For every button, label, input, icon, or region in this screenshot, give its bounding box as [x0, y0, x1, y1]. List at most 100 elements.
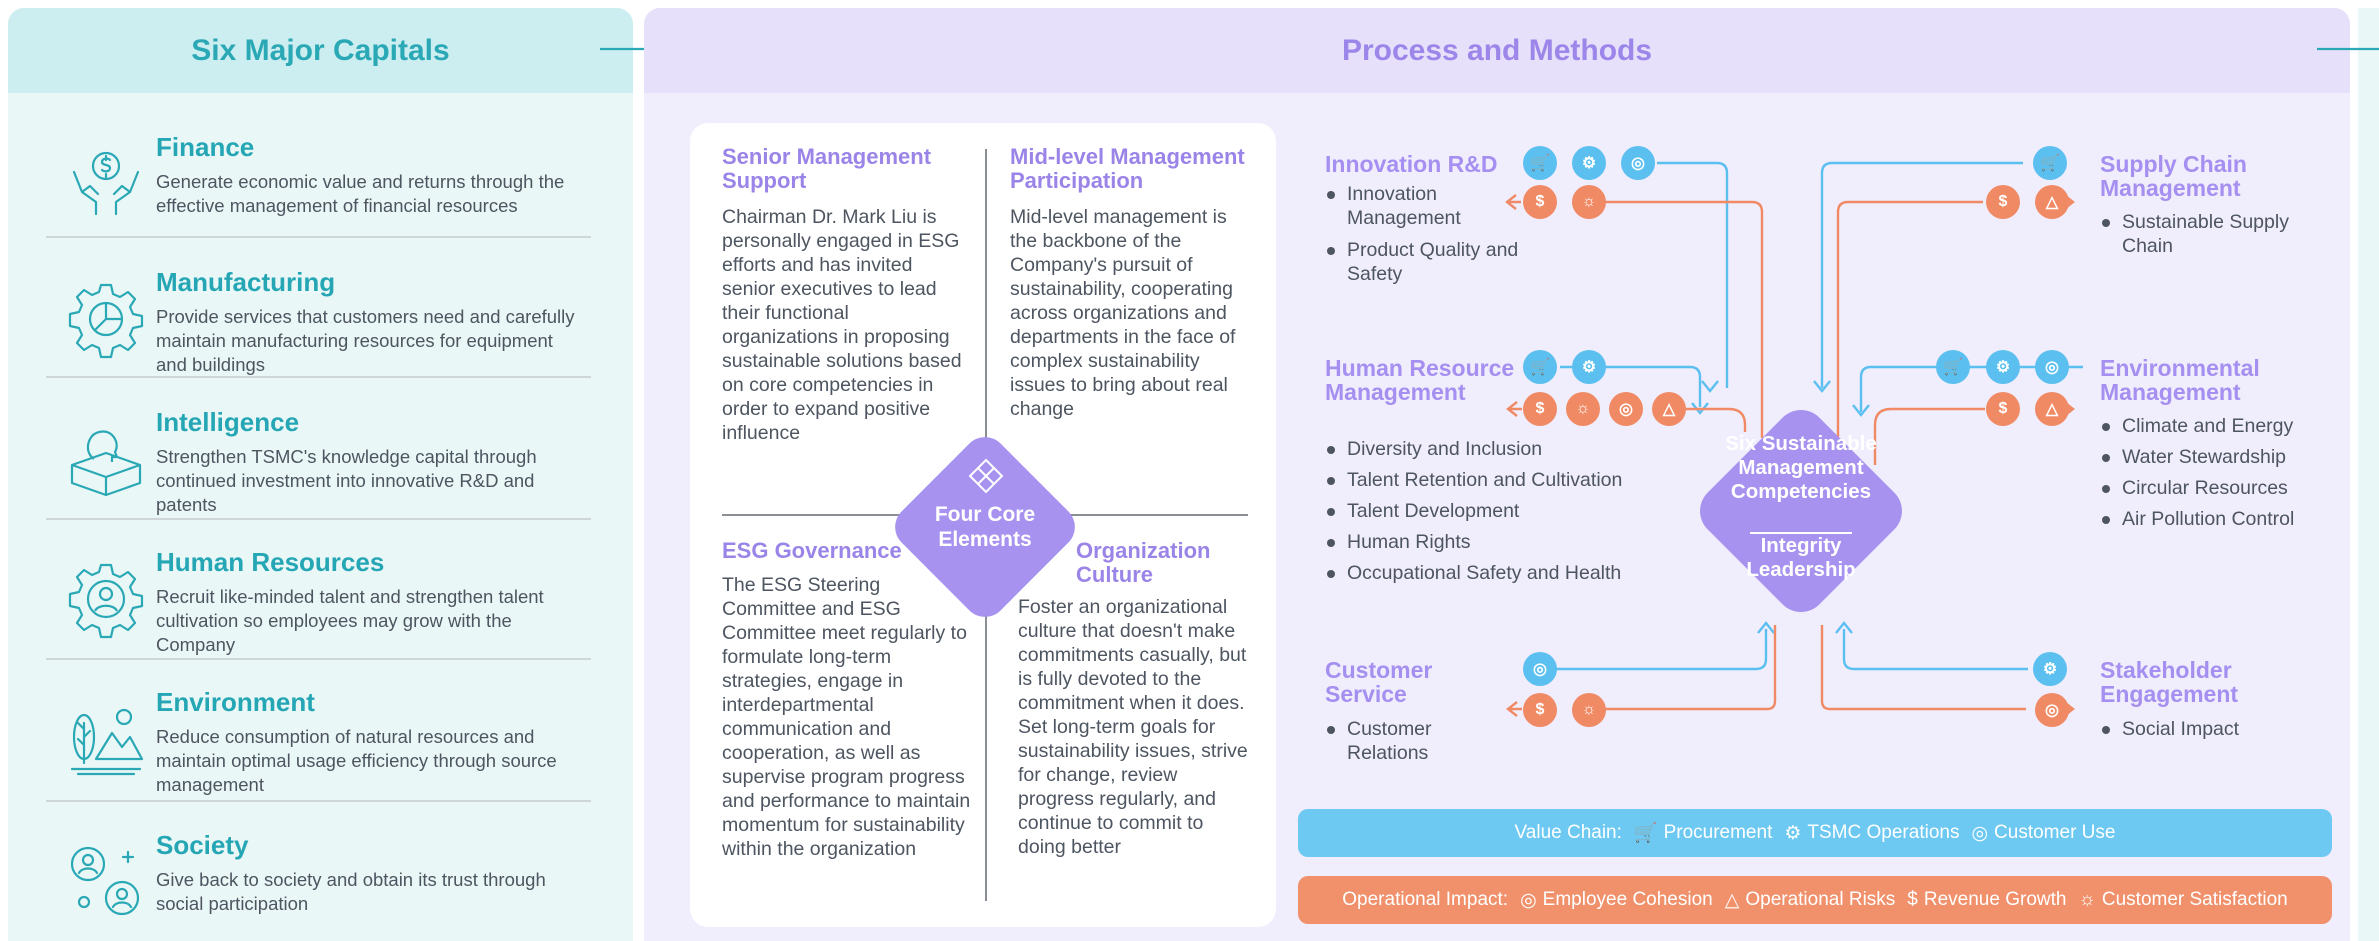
senior-management-text: Chairman Dr. Mark Liu is personally enga…	[722, 206, 962, 444]
capital-desc: Recruit like-minded talent and strengthe…	[156, 586, 544, 655]
trees-mountains-icon	[70, 708, 144, 776]
divider	[46, 236, 591, 238]
capital-desc: Give back to society and obtain its trus…	[156, 869, 546, 914]
capital-title: Society	[156, 830, 249, 860]
heart-sun-icon: ☼	[2078, 889, 2096, 910]
senior-management-title: Senior Management Support	[722, 144, 932, 193]
stakeholder-list: Social Impact	[2100, 717, 2300, 741]
list-item: Talent Development	[1325, 499, 1645, 523]
dollar-icon: $	[1523, 693, 1557, 727]
hr-management-list: Diversity and Inclusion Talent Retention…	[1325, 437, 1645, 585]
list-item: Air Pollution Control	[2100, 507, 2350, 531]
organization-culture-text: Foster an organizational culture that do…	[1018, 596, 1248, 858]
risks-label: Operational Risks	[1745, 889, 1896, 910]
supply-chain-list: Sustainable Supply Chain	[2100, 210, 2310, 258]
mid-level-management-title: Mid-level Management Participation	[1010, 144, 1245, 193]
head-box-icon	[70, 430, 142, 497]
esg-governance-text: The ESG Steering Committee and ESG Commi…	[722, 574, 971, 860]
gear-icon: ⚙	[1572, 350, 1606, 384]
gear-pie-icon	[68, 283, 144, 359]
target-icon: ◎	[2035, 693, 2069, 727]
list-item: Social Impact	[2100, 717, 2300, 741]
six-capitals-title: Six Major Capitals	[191, 33, 450, 67]
capital-title: Finance	[156, 132, 255, 162]
operations-label: TSMC Operations	[1807, 822, 1960, 843]
list-item: Water Stewardship	[2100, 445, 2350, 469]
list-item: Product Quality and Safety	[1325, 238, 1525, 286]
money-hands-icon	[72, 151, 140, 216]
revenue-label: Revenue Growth	[1923, 889, 2067, 910]
list-item: Sustainable Supply Chain	[2100, 210, 2310, 258]
environmental-title: Environmental Management	[2100, 355, 2260, 405]
four-core-elements-card: Senior Management Support Chairman Dr. M…	[690, 123, 1276, 927]
globe-icon: ◎	[1621, 146, 1655, 180]
capital-title: Intelligence	[156, 407, 300, 437]
capital-title: Manufacturing	[156, 267, 336, 297]
six-capitals-header: Six Major Capitals	[8, 8, 633, 93]
warning-icon: △	[2035, 185, 2069, 219]
gear-icon: ⚙	[2033, 652, 2067, 686]
six-competencies-label: Six Sustainable Management Competencies	[1725, 432, 1877, 503]
divider	[46, 376, 591, 378]
cart-icon: 🛒	[1633, 823, 1658, 844]
list-item: Climate and Energy	[2100, 414, 2350, 438]
cohesion-label: Employee Cohesion	[1542, 889, 1713, 910]
customer-use-label: Customer Use	[1994, 822, 2116, 843]
mid-level-management-text: Mid-level management is the backbone of …	[1010, 206, 1236, 420]
list-item: Human Rights	[1325, 530, 1645, 554]
satisfaction-label: Customer Satisfaction	[2101, 889, 2288, 910]
innovation-rd-list: Innovation Management Product Quality an…	[1325, 182, 1525, 286]
divider	[46, 518, 591, 520]
heart-sun-icon: ☼	[1566, 392, 1600, 426]
heart-sun-icon: ☼	[1572, 693, 1606, 727]
dollar-icon: $	[1986, 392, 2020, 426]
six-capitals-panel: Six Major Capitals Finance Generate econ…	[8, 8, 633, 941]
capital-title: Environment	[156, 687, 315, 717]
list-item: Circular Resources	[2100, 476, 2350, 500]
heart-sun-icon: ☼	[1572, 185, 1606, 219]
six-competencies-diamond: Six Sustainable Management Competencies …	[1689, 399, 1913, 623]
process-methods-title: Process and Methods	[1341, 33, 1653, 67]
capital-desc: Provide services that customers need and…	[156, 306, 575, 375]
stakeholder-title: Stakeholder Engagement	[2100, 657, 2239, 707]
gear-person-icon	[68, 563, 144, 639]
gear-icon: ⚙	[1784, 822, 1802, 844]
divider	[46, 658, 591, 660]
integrity-leadership-label: Integrity Leadership	[1746, 534, 1856, 581]
list-item: Talent Retention and Cultivation	[1325, 468, 1645, 492]
dollar-icon: $	[1523, 392, 1557, 426]
cart-icon: 🛒	[1523, 146, 1557, 180]
value-chain-label: Value Chain:	[1514, 822, 1622, 843]
warning-icon: △	[1724, 889, 1740, 911]
warning-icon: △	[2035, 392, 2069, 426]
operational-impact-label: Operational Impact:	[1342, 889, 1509, 910]
operational-impact-bar: Operational Impact: ◎Employee Cohesion △…	[1298, 876, 2332, 924]
arrow-line-icon	[2317, 47, 2379, 51]
target-icon: ◎	[1520, 889, 1537, 911]
four-core-label: Four Core Elements	[934, 503, 1036, 551]
next-panel-edge	[2358, 8, 2379, 941]
environmental-list: Climate and Energy Water Stewardship Cir…	[2100, 414, 2350, 531]
list-item: Occupational Safety and Health	[1325, 561, 1645, 585]
hr-management-title: Human Resource Management	[1325, 355, 1515, 405]
capital-environment: Environment Reduce consumption of natura…	[46, 673, 591, 813]
value-chain-bar: Value Chain: 🛒Procurement ⚙TSMC Operatio…	[1298, 809, 2332, 857]
target-icon: ◎	[1609, 392, 1643, 426]
capital-desc: Strengthen TSMC's knowledge capital thro…	[156, 446, 537, 515]
supply-chain-title: Supply Chain Management	[2100, 151, 2247, 201]
capital-finance: Finance Generate economic value and retu…	[46, 118, 591, 258]
customer-service-list: Customer Relations	[1325, 717, 1485, 765]
list-item: Innovation Management	[1325, 182, 1525, 230]
puzzle-icon	[968, 458, 1004, 494]
esg-governance-title: ESG Governance	[722, 538, 902, 563]
cart-icon: 🛒	[1523, 350, 1557, 384]
organization-culture-title: Organization Culture	[1076, 538, 1211, 587]
gear-icon: ⚙	[1986, 350, 2020, 384]
capital-desc: Generate economic value and returns thro…	[156, 171, 565, 216]
capital-intelligence: Intelligence Strengthen TSMC's knowledge…	[46, 393, 591, 533]
dollar-icon: $	[1986, 185, 2020, 219]
capital-manufacturing: Manufacturing Provide services that cust…	[46, 253, 591, 393]
procurement-label: Procurement	[1663, 822, 1773, 843]
globe-icon: ◎	[2035, 350, 2069, 384]
center-divider	[1750, 532, 1852, 534]
